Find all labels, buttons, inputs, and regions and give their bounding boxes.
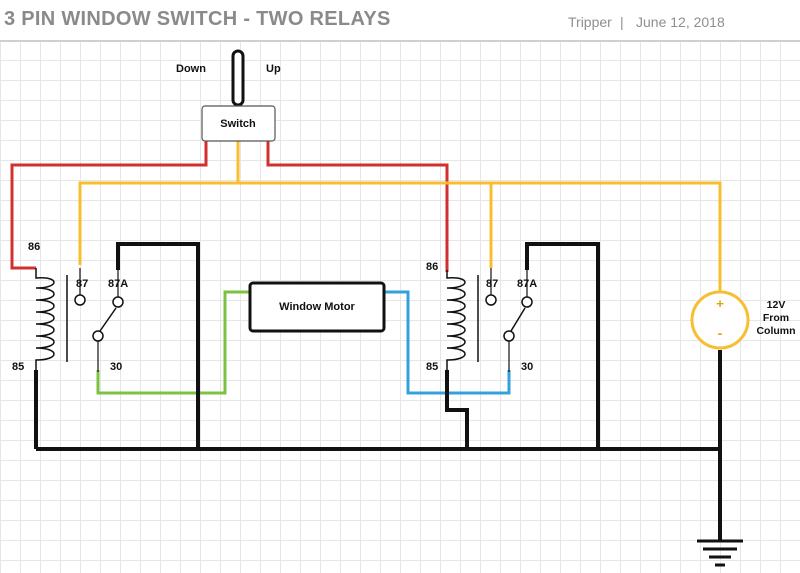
relay-right-armature <box>510 307 526 332</box>
relay-left-pin-87: 87 <box>76 278 88 290</box>
relay-right-pin-85: 85 <box>426 361 438 373</box>
relay-right-pin-87a: 87A <box>517 278 537 290</box>
relay-left-contact-87 <box>74 294 86 306</box>
relay-left-contact-87a <box>112 296 124 308</box>
switch-body <box>201 105 276 142</box>
relay-right-contact-30 <box>503 330 515 342</box>
relay-right-contact-87a <box>521 296 533 308</box>
red-wire-right <box>266 140 449 272</box>
header-bar: 3 PIN WINDOW SWITCH - TWO RELAYS Tripper… <box>0 0 800 42</box>
switch-label: Switch <box>220 118 256 130</box>
relay-left-pin-30: 30 <box>110 361 122 373</box>
window-motor-label: Window Motor <box>279 301 355 313</box>
battery-symbol <box>690 290 750 350</box>
date-label: June 12, 2018 <box>636 14 725 30</box>
relay-right-contact-87 <box>485 294 497 306</box>
battery-minus-icon: - <box>718 325 723 341</box>
relay-right-pin-87: 87 <box>486 278 498 290</box>
green-wire <box>96 290 250 395</box>
window-motor-box <box>248 281 386 333</box>
black-wire-right-85 <box>445 370 469 449</box>
battery-plus-icon: + <box>716 296 724 311</box>
relay-right-pin-86: 86 <box>426 261 438 273</box>
switch-up-label: Up <box>266 63 281 75</box>
battery-label-line1: 12V <box>767 299 786 311</box>
relay-right: 86 85 87 87A 30 <box>426 261 537 373</box>
relay-right-coil-icon <box>446 270 466 370</box>
blue-wire <box>384 290 511 395</box>
relay-left-pin-87a: 87A <box>108 278 128 290</box>
ground-icon <box>697 539 743 567</box>
yellow-wire-bus <box>78 181 722 292</box>
page-title: 3 PIN WINDOW SWITCH - TWO RELAYS <box>4 8 391 30</box>
relay-left-coil-icon <box>35 268 55 370</box>
relay-left-contact-30 <box>92 330 104 342</box>
relay-left-armature <box>99 307 117 332</box>
header-separator: | <box>620 14 624 30</box>
black-wire-right-87a <box>525 242 600 449</box>
author-label: Tripper <box>568 14 612 30</box>
relay-left: 86 85 87 87A 30 <box>12 241 128 373</box>
relay-right-pin-30: 30 <box>521 361 533 373</box>
relay-left-pin-86: 86 <box>28 241 40 253</box>
relay-left-pin-85: 85 <box>12 361 24 373</box>
red-wire-left <box>10 140 208 270</box>
battery-label-line3: Column <box>756 325 795 337</box>
switch-lever <box>231 49 245 107</box>
black-wire-left-87a <box>116 242 200 449</box>
battery-label-line2: From <box>763 312 789 324</box>
switch-down-label: Down <box>176 63 206 75</box>
